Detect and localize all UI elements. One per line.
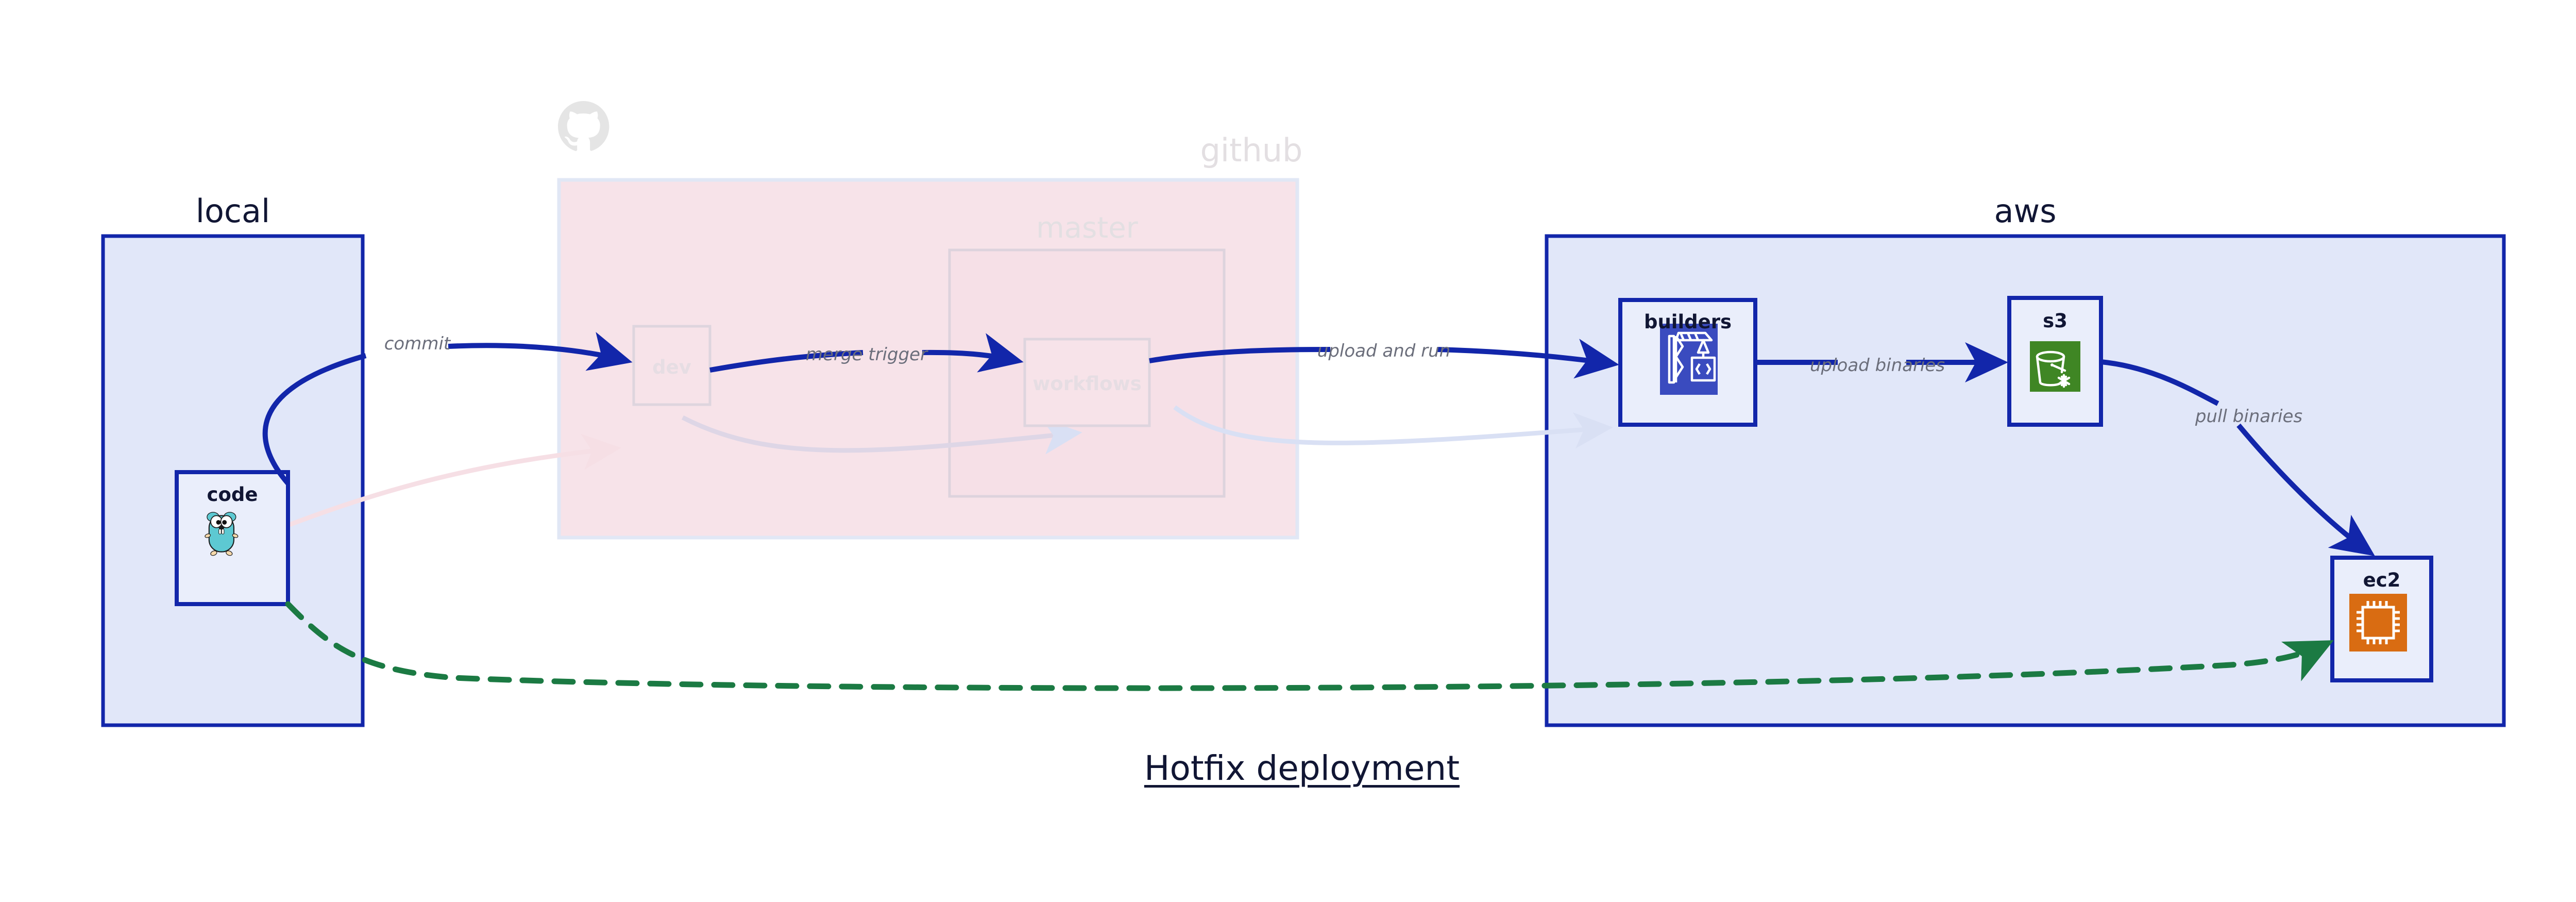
group-label-local: local [195,192,270,230]
edge-label-upload-and-run: upload and run [1317,341,1451,361]
group-label-github: github [1200,131,1303,169]
node-label-s3: s3 [2043,310,2067,332]
edge-hotfix-direct [285,601,2334,691]
node-dev-box[interactable] [632,325,711,406]
github-octocat-icon [558,101,609,152]
group-label-aws: aws [1994,192,2057,230]
node-label-builders: builders [1643,311,1732,333]
edge-merge-trigger [709,333,1024,373]
edge-pull-binaries [2100,359,2375,556]
edge-label-upload-binaries: upload binaries [1809,355,1945,376]
node-workflows-box[interactable] [1023,338,1151,427]
subgroup-label-master: master [1036,211,1138,245]
node-label-code: code [207,483,258,506]
cpu-chip-icon [2349,594,2407,652]
node-label-dev: dev [652,356,691,378]
diagram-title: Hotfix deployment [1144,748,1460,788]
go-gopher-icon [205,512,239,556]
edge-label-commit: commit [384,333,451,354]
s3-bucket-glacier-icon [2030,341,2080,392]
node-label-ec2: ec2 [2363,569,2401,591]
edge-label-merge-trigger: merge trigger [805,344,928,365]
edge-upload-and-run [1149,339,1619,379]
crane-code-icon [1660,324,1718,395]
edge-commit [262,331,633,486]
edge-label-pull-binaries: pull binaries [2195,406,2303,427]
node-label-workflows: workflows [1032,373,1142,395]
